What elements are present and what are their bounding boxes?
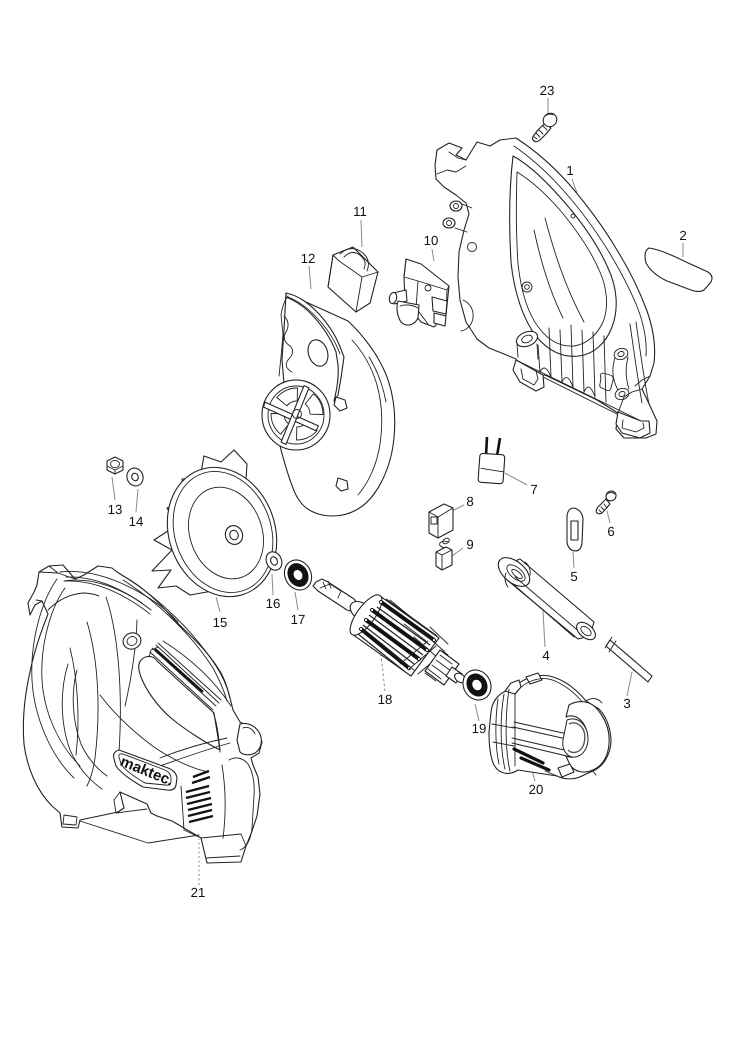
svg-text:21: 21 bbox=[191, 885, 206, 900]
svg-text:6: 6 bbox=[607, 524, 614, 539]
svg-text:7: 7 bbox=[530, 482, 537, 497]
svg-text:11: 11 bbox=[353, 204, 367, 219]
svg-text:20: 20 bbox=[529, 782, 544, 797]
svg-text:5: 5 bbox=[570, 569, 577, 584]
svg-text:4: 4 bbox=[542, 648, 549, 663]
svg-text:14: 14 bbox=[129, 514, 144, 529]
svg-text:15: 15 bbox=[213, 615, 228, 630]
svg-text:18: 18 bbox=[378, 692, 393, 707]
svg-text:8: 8 bbox=[466, 494, 473, 509]
svg-text:13: 13 bbox=[108, 502, 123, 517]
svg-text:16: 16 bbox=[266, 596, 281, 611]
svg-text:19: 19 bbox=[472, 721, 487, 736]
svg-text:23: 23 bbox=[540, 83, 555, 98]
svg-text:10: 10 bbox=[424, 233, 439, 248]
svg-text:1: 1 bbox=[566, 163, 573, 178]
svg-text:12: 12 bbox=[301, 251, 316, 266]
svg-text:2: 2 bbox=[679, 228, 686, 243]
svg-text:9: 9 bbox=[466, 537, 473, 552]
svg-text:3: 3 bbox=[623, 696, 630, 711]
svg-text:17: 17 bbox=[291, 612, 306, 627]
